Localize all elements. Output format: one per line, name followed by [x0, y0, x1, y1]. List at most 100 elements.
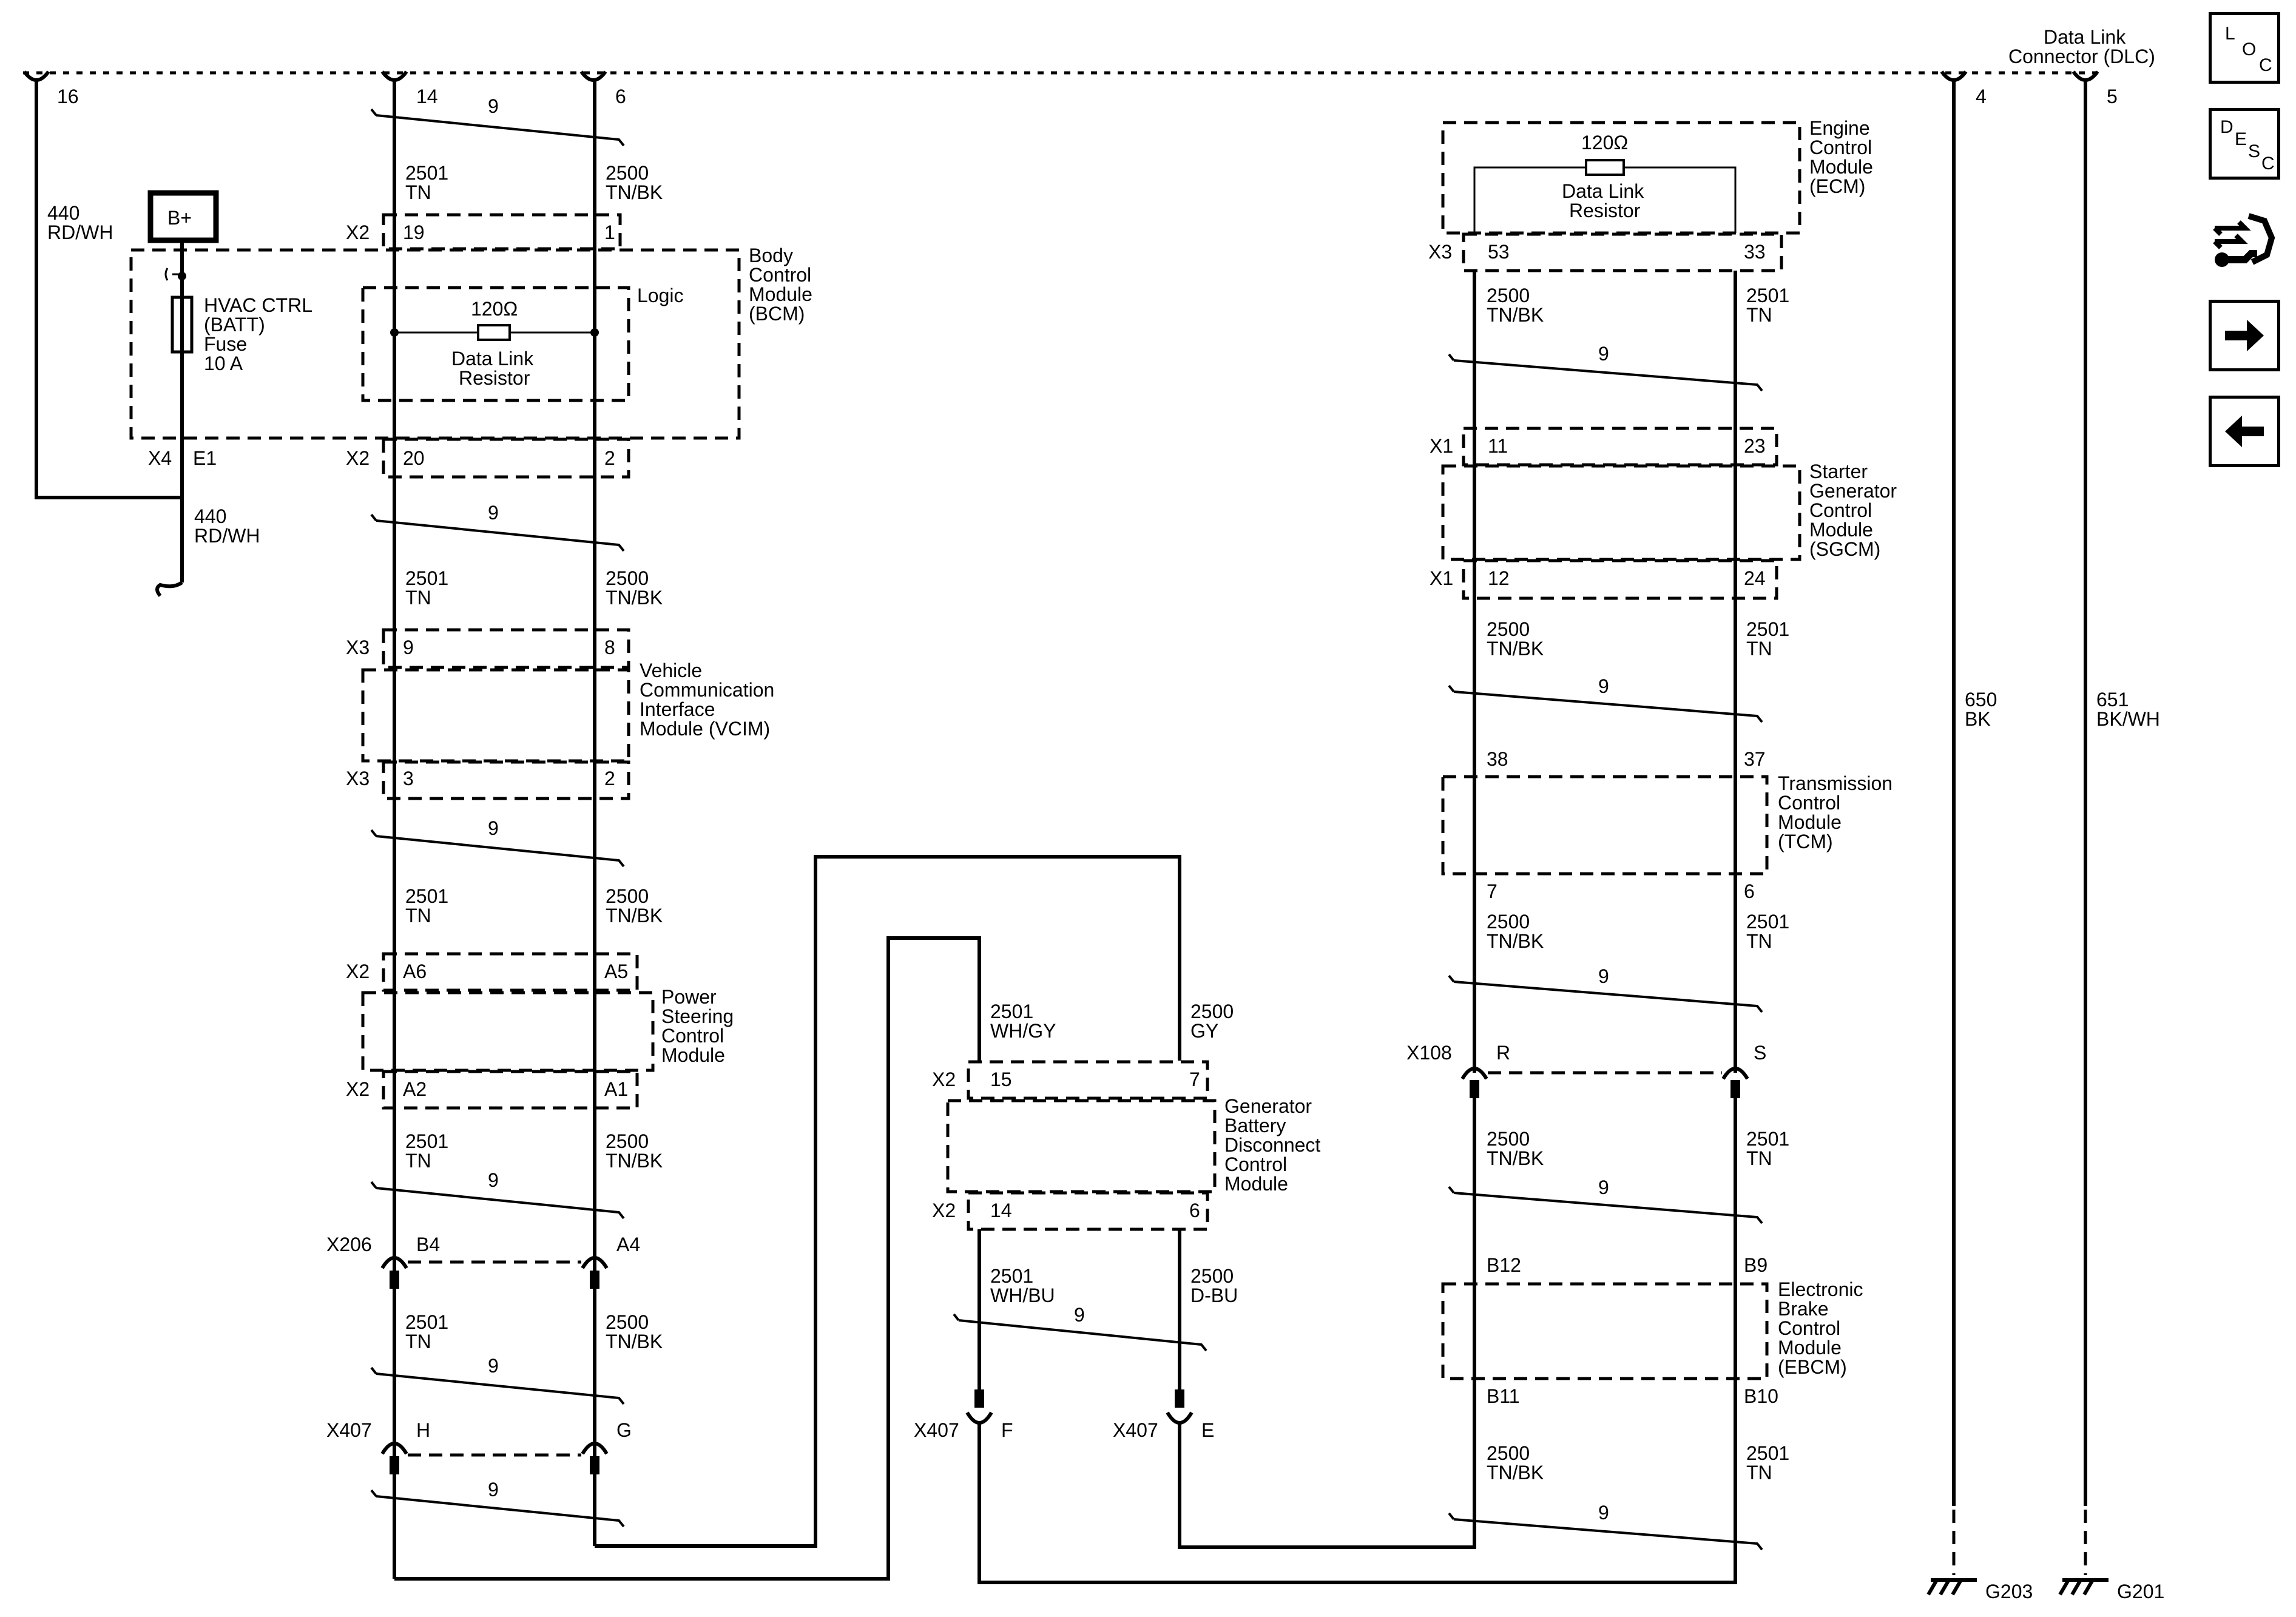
dlc-label-1: Data Link	[2044, 26, 2126, 48]
x407-pin-e: E	[1201, 1419, 1214, 1441]
lw-2500-c: 2500	[606, 885, 649, 907]
bcm-label-4: (BCM)	[749, 303, 805, 325]
connector-wrench-icon	[2213, 213, 2275, 267]
x206-connector	[380, 1256, 609, 1289]
mw-gy: GY	[1190, 1020, 1218, 1042]
connector-wrench-button[interactable]	[2209, 204, 2280, 275]
route-e-to-ebcm	[1178, 1379, 1476, 1549]
gbdcm-pin-15: 15	[990, 1068, 1012, 1090]
pscm-label-2: Steering	[661, 1005, 734, 1027]
bcm-label-2: Control	[749, 264, 811, 286]
lw-2500-b: 2500	[606, 567, 649, 589]
rw-tnbk-c: TN/BK	[1487, 930, 1544, 952]
vcim-pin-2: 2	[604, 768, 615, 789]
sgcm-conn-bottom	[1462, 559, 1778, 600]
sgcm-label-2: Generator	[1809, 480, 1897, 502]
pscm-x2-top: X2	[346, 960, 370, 982]
prev-button[interactable]	[2209, 396, 2280, 467]
mw-whgy: WH/GY	[990, 1020, 1056, 1042]
bcm-logic-label: Logic	[637, 285, 684, 306]
rw-2500-e: 2500	[1487, 1442, 1530, 1464]
rw-2501-d: 2501	[1746, 1128, 1789, 1150]
tcm-pin-7: 7	[1487, 880, 1497, 902]
lw-tnbk-d: TN/BK	[606, 1150, 663, 1172]
lw-2500-d: 2500	[606, 1130, 649, 1152]
desc-letter-c: C	[2261, 154, 2275, 174]
vcim-label-4: Module (VCIM)	[640, 718, 770, 740]
loc-letter-c: C	[2259, 55, 2272, 75]
rw-tnbk-a: TN/BK	[1487, 304, 1544, 326]
ebcm-label-4: Module	[1778, 1337, 1842, 1359]
ecm-resistor-wire	[1473, 166, 1737, 233]
bcm-pin-20: 20	[403, 447, 425, 469]
x407-pin-g: G	[616, 1419, 632, 1441]
conn-x4: X4	[148, 447, 172, 469]
lw-tnbk-c: TN/BK	[606, 905, 663, 927]
sgcm-x1-top: X1	[1430, 435, 1453, 457]
lw-2501-e: 2501	[405, 1311, 448, 1333]
vcim-conn-top	[382, 628, 630, 669]
lw-2501-d: 2501	[405, 1130, 448, 1152]
desc-letter-s: S	[2248, 141, 2261, 161]
wire-440-num-bottom: 440	[194, 505, 226, 527]
ebcm-label-1: Electronic	[1778, 1278, 1863, 1300]
twist-5: 9	[488, 1355, 499, 1377]
tcm-label-2: Control	[1778, 792, 1840, 814]
twist-11: 9	[1598, 1176, 1609, 1198]
tcm-label-3: Module	[1778, 811, 1842, 833]
twist-2: 9	[488, 502, 499, 524]
bplus-box	[147, 190, 219, 243]
gbdcm-pin-7: 7	[1189, 1068, 1200, 1090]
loc-button[interactable]: L O C	[2209, 12, 2280, 84]
twist-12: 9	[1598, 1502, 1609, 1524]
x108-pin-r: R	[1496, 1042, 1510, 1064]
next-button[interactable]	[2209, 300, 2280, 371]
gw-bk: BK	[1965, 708, 1991, 730]
ecm-pin-33: 33	[1744, 241, 1766, 263]
desc-button[interactable]: D E S C	[2209, 108, 2280, 180]
ecm-label-1: Engine	[1809, 117, 1870, 139]
gbdcm-label-5: Module	[1224, 1173, 1288, 1195]
lw-tn-e: TN	[405, 1331, 431, 1352]
gbdcm-label-4: Control	[1224, 1153, 1287, 1175]
twist-7: 9	[1074, 1304, 1085, 1326]
rw-2500-d: 2500	[1487, 1128, 1530, 1150]
tcm-label-1: Transmission	[1778, 772, 1893, 794]
gbdcm-conn-bottom	[967, 1191, 1209, 1231]
bcm-x2-top: X2	[346, 221, 370, 243]
wire-440-loop	[35, 80, 182, 499]
bcm-pin-19: 19	[403, 221, 425, 243]
rw-tnbk-e: TN/BK	[1487, 1462, 1544, 1484]
x407-hg-connector	[380, 1442, 609, 1474]
x108-label: X108	[1406, 1042, 1452, 1064]
rw-2500-b: 2500	[1487, 618, 1530, 640]
route-tnbk-to-gy	[595, 855, 1181, 1548]
sgcm-conn-top	[1462, 427, 1778, 467]
vcim-x3-bottom: X3	[346, 768, 370, 789]
gw-651: 651	[2096, 689, 2129, 711]
rw-tn-a: TN	[1746, 304, 1772, 326]
ebcm-pin-b12: B12	[1487, 1254, 1521, 1276]
lw-tnbk-a: TN/BK	[606, 181, 663, 203]
rw-tn-c: TN	[1746, 930, 1772, 952]
fuse-label-2: (BATT)	[204, 314, 265, 336]
vcim-box	[361, 668, 630, 763]
pscm-conn-bottom	[382, 1070, 639, 1110]
sgcm-pin-24: 24	[1744, 567, 1766, 589]
gbdcm-conn-top	[967, 1060, 1209, 1100]
x407-e-label: X407	[1113, 1419, 1158, 1441]
pscm-label-1: Power	[661, 986, 717, 1008]
bcm-logic-box	[361, 286, 630, 402]
wire-440-color-top: RD/WH	[47, 221, 113, 243]
lw-2500-e: 2500	[606, 1311, 649, 1333]
gbdcm-label-1: Generator	[1224, 1095, 1312, 1117]
x108-connector	[1460, 1067, 1749, 1098]
ecm-conn	[1462, 232, 1783, 272]
ecm-resistor	[1585, 159, 1625, 176]
x206-pin-a4: A4	[616, 1234, 640, 1255]
fuse-label-4: 10 A	[204, 353, 243, 374]
mw-whbu: WH/BU	[990, 1284, 1055, 1306]
bcm-resistor-value: 120Ω	[471, 298, 518, 320]
x206-label: X206	[326, 1234, 372, 1255]
vcim-x3-top: X3	[346, 636, 370, 658]
